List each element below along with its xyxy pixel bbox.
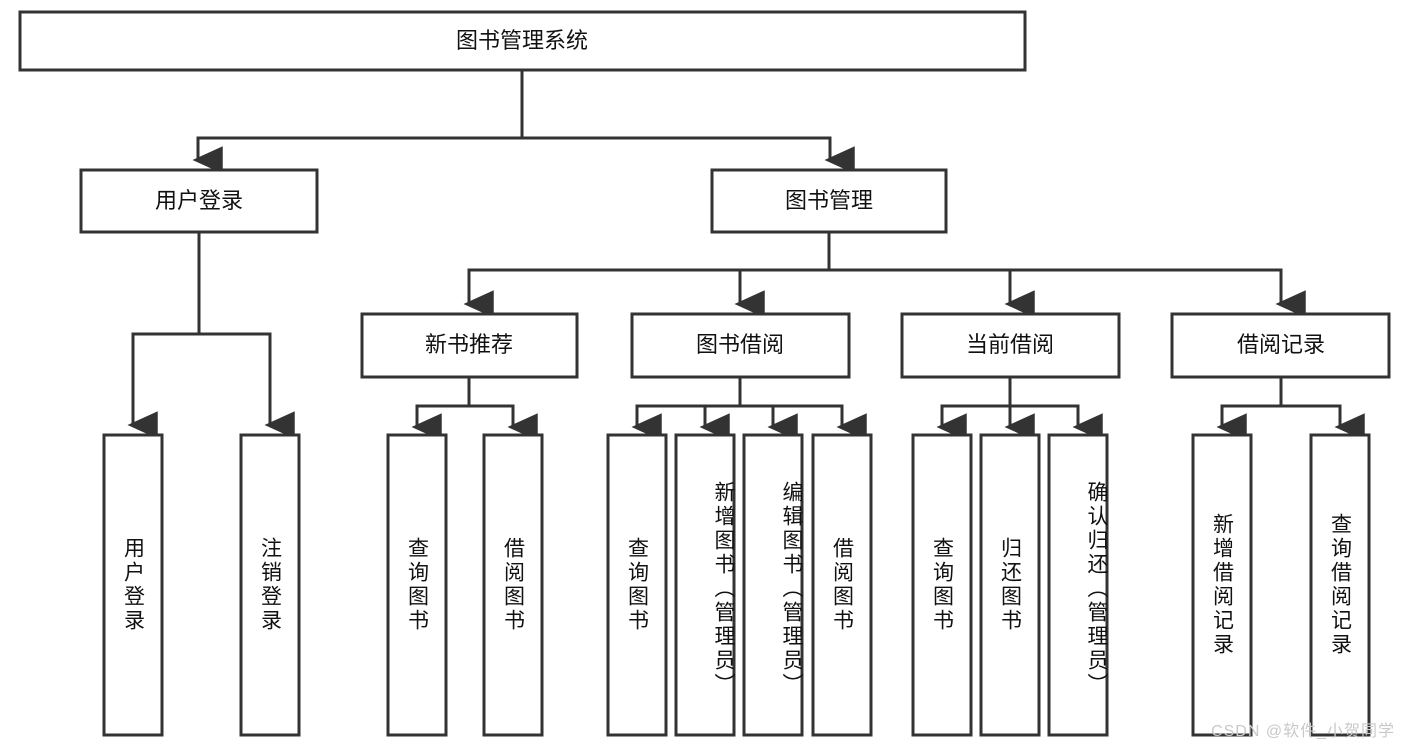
node-box-leaf-current-borrow-2[interactable] — [979, 433, 1041, 737]
node-box-root[interactable] — [18, 10, 1027, 72]
node-box-leaf-book-borrow-4[interactable] — [811, 433, 873, 737]
node-box-book-management[interactable] — [710, 168, 948, 234]
node-label-user-login: 用户登录 — [155, 188, 243, 213]
node-box-leaf-user-login-1[interactable] — [102, 433, 164, 737]
node-label-borrow-record: 借阅记录 — [1237, 332, 1325, 357]
node-box-leaf-user-login-2[interactable] — [239, 433, 301, 737]
node-label-book-management: 图书管理 — [785, 188, 873, 213]
node-label-book-borrow: 图书借阅 — [696, 332, 784, 357]
node-box-leaf-current-borrow-3[interactable] — [1047, 433, 1109, 737]
node-box-current-borrow[interactable] — [900, 312, 1121, 379]
node-box-leaf-new-book-2[interactable] — [482, 433, 544, 737]
watermark-text: CSDN @软件_小贺同学 — [1211, 723, 1395, 740]
node-label-current-borrow: 当前借阅 — [966, 332, 1054, 357]
node-box-leaf-book-borrow-1[interactable] — [606, 433, 668, 737]
node-box-leaf-new-book-1[interactable] — [386, 433, 448, 737]
node-box-new-book-recommend[interactable] — [360, 312, 579, 379]
node-box-book-borrow[interactable] — [630, 312, 851, 379]
node-box-borrow-record[interactable] — [1170, 312, 1391, 379]
node-box-leaf-borrow-record-2[interactable] — [1309, 433, 1371, 737]
node-box-leaf-book-borrow-3[interactable] — [742, 433, 804, 737]
node-box-leaf-current-borrow-1[interactable] — [911, 433, 973, 737]
node-box-leaf-book-borrow-2[interactable] — [674, 433, 736, 737]
node-label-new-book-recommend: 新书推荐 — [425, 332, 513, 357]
node-box-leaf-borrow-record-1[interactable] — [1191, 433, 1253, 737]
node-label-root: 图书管理系统 — [456, 28, 588, 53]
